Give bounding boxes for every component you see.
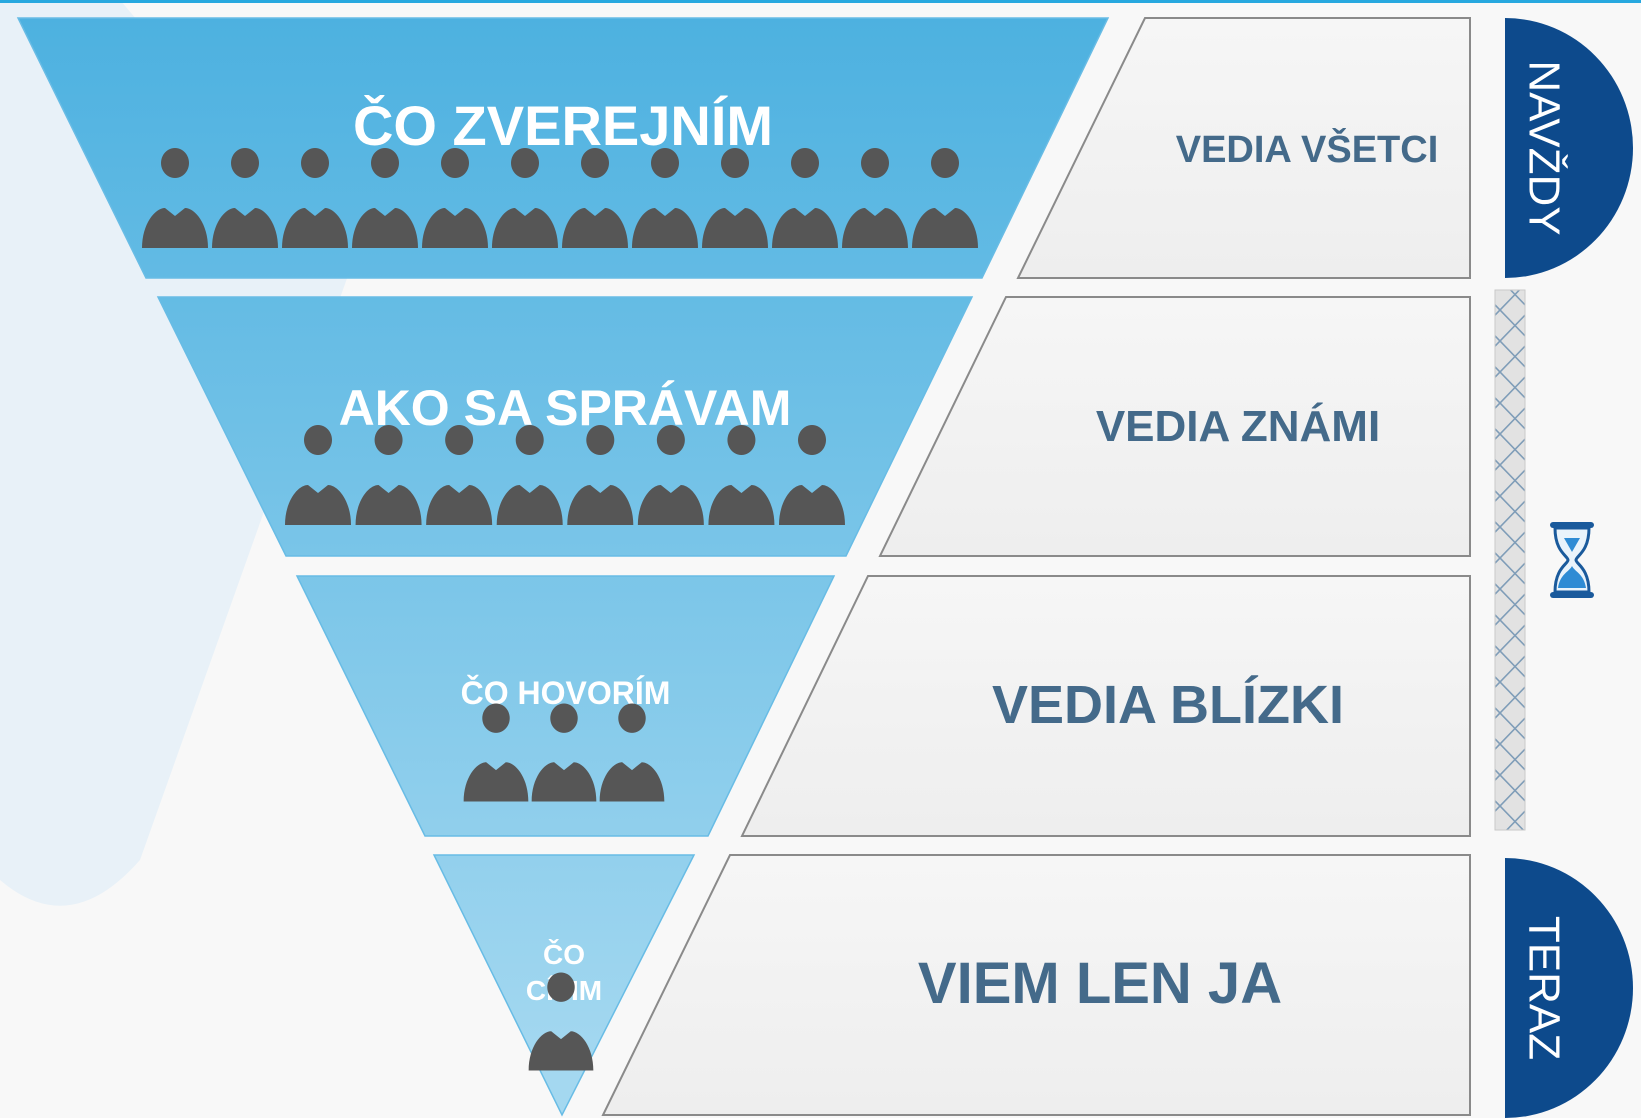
person-icon bbox=[779, 425, 845, 525]
hourglass-icon bbox=[1550, 522, 1594, 598]
person-icon bbox=[528, 972, 594, 1071]
awareness-box-shape bbox=[878, 296, 1471, 557]
funnel-tier-2: AKO SA SPRÁVAM bbox=[156, 296, 974, 557]
awareness-label: VEDIA ZNÁMI bbox=[1096, 401, 1380, 451]
person-icon bbox=[492, 148, 558, 248]
funnel-tier-1: ČO ZVEREJNÍM bbox=[16, 17, 1110, 279]
awareness-label: VEDIA VŠETCI bbox=[1176, 126, 1439, 171]
person-icon bbox=[562, 148, 628, 248]
funnel-tier-label: ČO ZVEREJNÍM bbox=[353, 94, 773, 157]
timeline-label-now: TERAZ bbox=[1519, 916, 1568, 1060]
timeline-bar bbox=[1494, 289, 1526, 831]
person-icon bbox=[212, 148, 278, 248]
funnel-tier-label: ČO bbox=[543, 938, 585, 970]
person-icon bbox=[772, 148, 838, 248]
funnel-tier-label: AKO SA SPRÁVAM bbox=[339, 380, 792, 436]
person-icon bbox=[702, 148, 768, 248]
person-icon bbox=[567, 425, 634, 525]
person-icon bbox=[599, 703, 665, 802]
timeline-cap-shape bbox=[1505, 18, 1633, 278]
awareness-box-shape bbox=[740, 575, 1471, 837]
person-icon bbox=[842, 148, 908, 248]
person-icon bbox=[285, 425, 351, 525]
person-icon bbox=[282, 148, 348, 248]
person-icon bbox=[142, 148, 208, 248]
timeline-cap-shape bbox=[1505, 858, 1633, 1118]
person-icon bbox=[463, 703, 529, 802]
timeline-cap-forever: NAVŽDY bbox=[1505, 18, 1633, 278]
awareness-box-shape bbox=[1016, 17, 1471, 279]
awareness-box-1: VEDIA VŠETCI bbox=[1016, 17, 1471, 279]
top-rule bbox=[0, 0, 1641, 3]
person-icon bbox=[632, 148, 698, 248]
person-icon bbox=[708, 425, 775, 525]
funnel-tier-3: ČO HOVORÍM bbox=[295, 575, 836, 837]
awareness-label: VIEM LEN JA bbox=[918, 951, 1282, 1016]
timeline-cap-now: TERAZ bbox=[1505, 858, 1633, 1118]
awareness-box-2: VEDIA ZNÁMI bbox=[878, 296, 1471, 557]
person-icon bbox=[426, 425, 493, 525]
person-icon bbox=[355, 425, 422, 525]
person-icon bbox=[912, 148, 978, 248]
awareness-label: VEDIA BLÍZKI bbox=[992, 675, 1344, 735]
person-icon bbox=[637, 425, 704, 525]
awareness-box-shape bbox=[601, 854, 1471, 1116]
funnel-tier-4: ČOCÍTIM bbox=[432, 854, 696, 1117]
person-icon bbox=[352, 148, 418, 248]
funnel-tier-shape bbox=[16, 17, 1110, 279]
awareness-box-3: VEDIA BLÍZKI bbox=[740, 575, 1471, 837]
person-icon bbox=[422, 148, 488, 248]
person-icon bbox=[531, 703, 597, 802]
funnel-tier-shape bbox=[156, 296, 974, 557]
person-icon bbox=[496, 425, 563, 525]
awareness-box-4: VIEM LEN JA bbox=[601, 854, 1471, 1116]
timeline-label-forever: NAVŽDY bbox=[1519, 60, 1568, 235]
